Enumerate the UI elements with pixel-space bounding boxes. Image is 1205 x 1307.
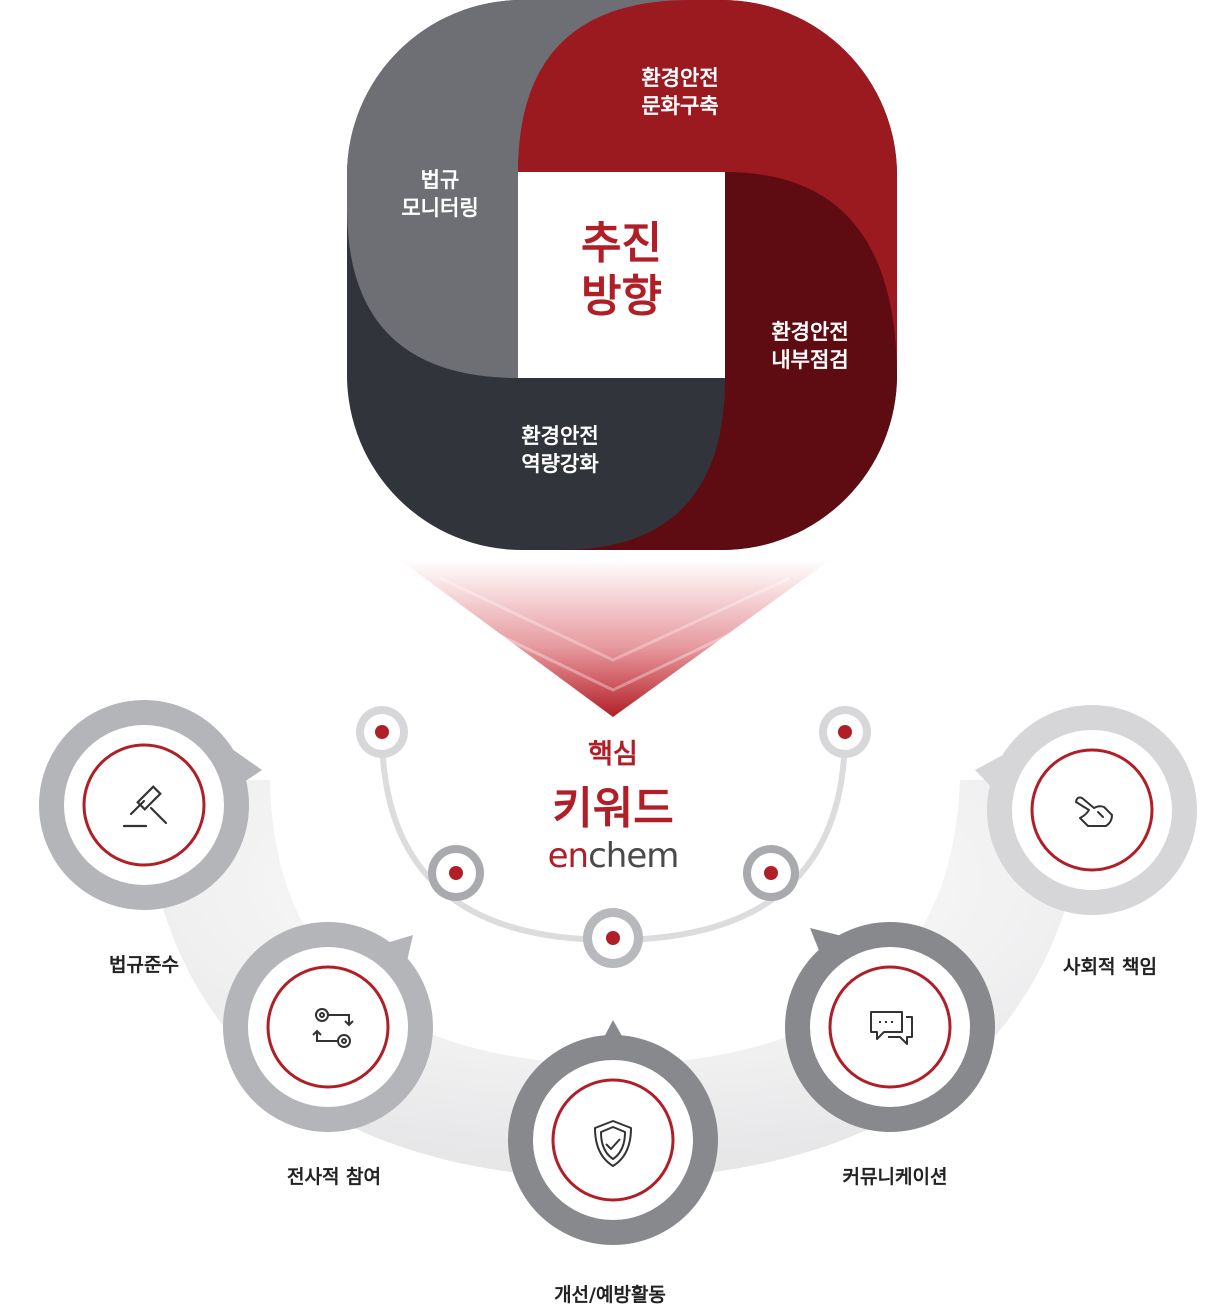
hand-pointer-icon — [1075, 796, 1113, 827]
keyword-hub-title: 키워드 — [552, 783, 674, 834]
quadrant-label-capacity: 환경안전 역량강화 — [521, 424, 599, 477]
keyword-node-improvement — [508, 1020, 718, 1245]
keyword-label-compliance: 법규준수 — [109, 954, 179, 976]
arc-dot — [743, 845, 799, 901]
strategy-diagram — [347, 0, 897, 550]
chat-bubbles-icon — [870, 1011, 913, 1045]
shield-check-icon — [594, 1120, 632, 1167]
keyword-node-social — [975, 705, 1197, 915]
brand-logo-prefix: en — [547, 836, 589, 876]
center-box — [518, 172, 725, 378]
keyword-label-communication: 커뮤니케이션 — [842, 1166, 948, 1188]
process-flow-icon — [312, 1008, 354, 1048]
center-title: 추진 방향 — [581, 218, 662, 322]
quadrant-label-monitoring: 법규 모니터링 — [401, 168, 479, 221]
quadrant-left-shape — [347, 0, 725, 378]
keyword-label-improvement: 개선/예방활동 — [554, 1284, 666, 1306]
keyword-node-compliance — [39, 700, 262, 910]
arc-dot — [819, 706, 871, 758]
arc-dot — [428, 845, 484, 901]
quadrant-top-shape — [518, 0, 897, 378]
arc-dot — [356, 706, 408, 758]
quadrant-label-inspection: 환경안전 내부점검 — [771, 320, 849, 373]
quadrant-right-shape — [560, 172, 897, 550]
keyword-hub-subtitle: 핵심 — [588, 739, 638, 770]
arc-dot — [583, 908, 643, 968]
down-arrow — [400, 560, 830, 717]
keywords-diagram — [39, 700, 1197, 1245]
brand-logo: enchem — [513, 836, 713, 876]
keyword-label-participation: 전사적 참여 — [286, 1166, 381, 1188]
gavel-icon — [122, 785, 168, 828]
quadrant-label-culture: 환경안전 문화구축 — [641, 66, 719, 119]
keyword-label-social: 사회적 책임 — [1062, 956, 1157, 978]
brand-logo-suffix: chem — [588, 836, 679, 876]
keyword-node-communication — [785, 922, 995, 1132]
keyword-node-participation — [223, 922, 433, 1132]
